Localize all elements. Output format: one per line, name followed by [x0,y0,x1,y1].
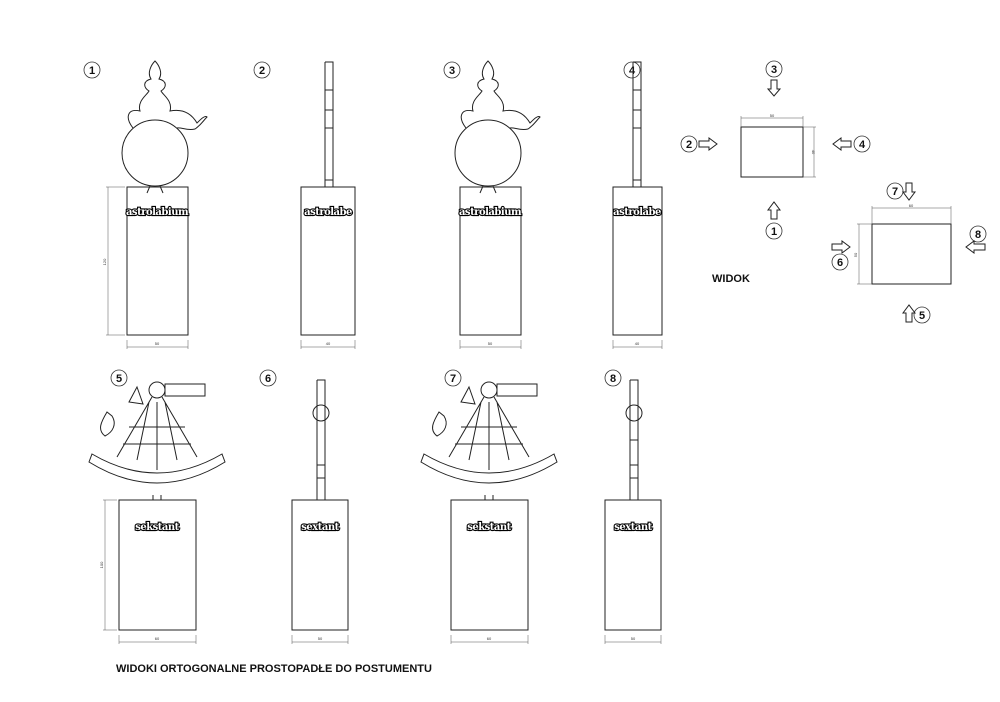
pedestal-inscription: sekstant [467,522,511,533]
view-number: 7 [450,373,456,385]
pedestal-inscription: sekstant [135,522,179,533]
arrow-right-icon [831,240,851,254]
depth-dimension: 40 [811,150,816,155]
arrow-left-icon [832,137,852,151]
plan-outline [740,126,804,178]
view-8: 8 sextant 50 [604,369,662,644]
view-number: 5 [116,373,122,385]
view-number: 3 [449,65,455,77]
view-number: 1 [89,65,95,77]
view-number: 4 [629,65,636,77]
arrow-left-icon [965,240,986,254]
width-dimension: 60 [909,203,914,208]
arrow-label: 5 [919,310,925,322]
pedestal [126,186,189,336]
arrow-label: 7 [892,186,898,198]
arrow-label: 4 [859,139,866,151]
arrow-label: 3 [771,64,777,76]
pedestal [300,186,356,336]
view-number: 6 [265,373,271,385]
view-5: 5 sekstant 100 60 [88,369,226,644]
pedestal [118,499,197,631]
view-3: 3 astrolabium 50 [443,60,541,349]
pedestal [291,499,349,631]
pedestal-inscription: astrolabium [459,207,522,218]
plan-outline [871,223,952,285]
arrow-label: 1 [771,226,777,238]
arrow-right-icon [698,137,718,151]
pedestal-inscription: astrolabium [126,207,189,218]
width-dimension: 50 [770,113,775,118]
sheet-title: WIDOKI ORTOGONALNE PROSTOPADŁE DO POSTUM… [116,663,432,675]
plan-view-a: 50 40 3 2 4 1 [680,60,871,240]
depth-dimension: 50 [853,252,858,257]
width-dimension: 40 [635,341,640,346]
width-dimension: 50 [631,636,636,641]
height-dimension: 100 [99,561,104,568]
view-2: 2 astrolabe 40 [253,61,356,349]
height-dimension: 120 [102,258,107,265]
view-7: 7 sekstant 60 [420,369,558,644]
arrow-down-icon [766,79,782,97]
pedestal [612,186,663,336]
plan-label: WIDOK [712,273,750,285]
view-1: 1 astrolabium 120 50 [83,60,208,349]
arrow-label: 8 [975,229,981,241]
pedestal-inscription: astrolabe [613,207,661,218]
width-dimension: 40 [326,341,331,346]
view-number: 2 [259,65,265,77]
view-number: 8 [610,373,616,385]
arrow-up-icon [767,201,781,220]
pedestal-inscription: sextant [301,522,339,533]
arrow-label: 2 [686,139,692,151]
width-dimension: 50 [488,341,493,346]
pedestal [459,186,522,336]
view-4: 4 astrolabe 40 [612,61,663,349]
arrow-up-icon [902,304,916,323]
width-dimension: 60 [155,636,160,641]
arrow-down-icon [902,182,916,201]
view-6: 6 sextant 50 [259,369,349,644]
pedestal-inscription: astrolabe [304,207,352,218]
plan-view-b: 60 50 7 6 8 5 [831,182,987,324]
arrow-label: 6 [837,257,843,269]
width-dimension: 50 [155,341,160,346]
pedestal [450,499,529,631]
pedestal-inscription: sextant [614,522,652,533]
width-dimension: 60 [487,636,492,641]
pedestal [604,499,662,631]
width-dimension: 50 [318,636,323,641]
